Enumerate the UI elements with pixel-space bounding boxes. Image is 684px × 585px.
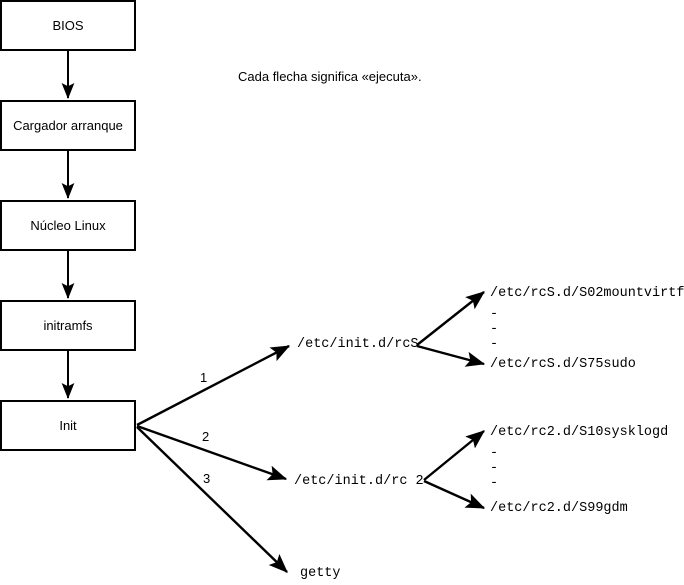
diagram-caption: Cada flecha significa «ejecuta». xyxy=(238,69,422,84)
rc2-ellipsis: - - - xyxy=(490,447,498,492)
node-init-d-rc-2: /etc/init.d/rc 2 xyxy=(294,474,424,489)
rcS-ellipsis-dash-3: - xyxy=(490,337,499,352)
node-bootloader: Cargador arranque xyxy=(0,100,136,151)
node-init-d-rcS: /etc/init.d/rcS xyxy=(297,337,419,352)
node-rc2-first-script: /etc/rc2.d/S10sysklogd xyxy=(490,425,669,440)
edge-init-to-rcS xyxy=(136,344,291,427)
node-initramfs: initramfs xyxy=(0,300,136,351)
node-linux-kernel: Núcleo Linux xyxy=(0,200,136,251)
edge-number-2: 2 xyxy=(202,429,210,444)
rc2-ellipsis-dash-3: - xyxy=(490,476,499,491)
rcS-ellipsis-dash-2: - xyxy=(490,322,499,337)
edge-number-3: 3 xyxy=(203,471,211,486)
node-bios: BIOS xyxy=(0,0,136,51)
node-rcS-first-script: /etc/rcS.d/S02mountvirtfs xyxy=(490,286,684,301)
rcS-ellipsis-dash-1: - xyxy=(490,307,499,322)
node-rcS-last-script: /etc/rcS.d/S75sudo xyxy=(490,357,636,372)
node-rc2-last-script: /etc/rc2.d/S99gdm xyxy=(490,501,628,516)
edge-rcS-to-last-script xyxy=(416,344,486,367)
edge-rc2-to-last-script xyxy=(423,479,486,510)
edge-rc2-to-first-script xyxy=(423,430,485,481)
edge-rcS-to-first-script xyxy=(416,291,485,346)
edge-init-to-rc2 xyxy=(136,424,288,481)
node-init: Init xyxy=(0,400,136,451)
edge-number-1: 1 xyxy=(200,370,208,385)
rc2-ellipsis-dash-2: - xyxy=(490,461,499,476)
rcS-ellipsis: - - - xyxy=(490,308,498,353)
edge-init-to-getty xyxy=(136,426,288,573)
rc2-ellipsis-dash-1: - xyxy=(490,446,499,461)
node-getty: getty xyxy=(300,566,341,581)
